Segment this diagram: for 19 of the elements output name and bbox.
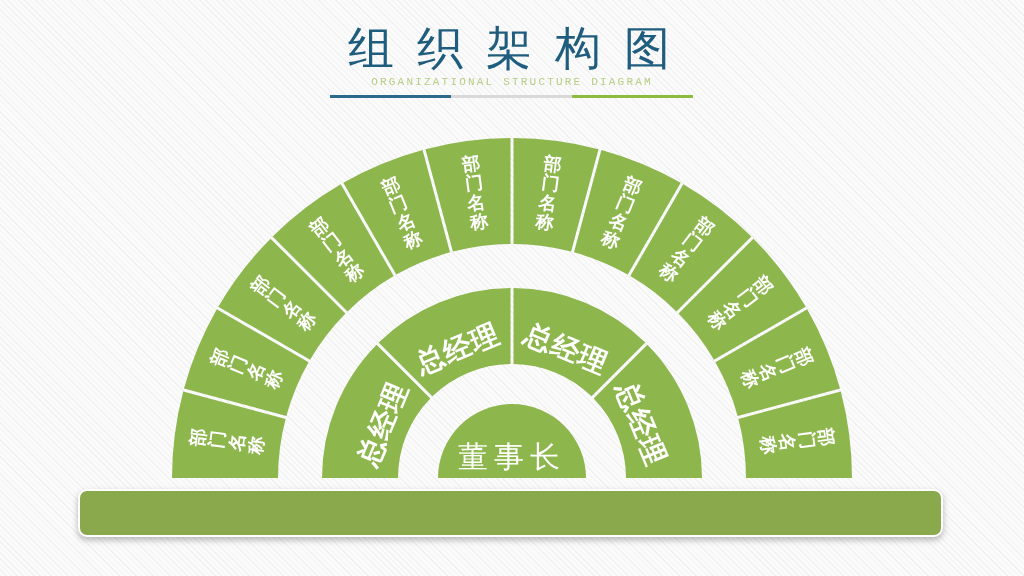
segment-label: 部门名称: [207, 344, 287, 392]
segment-label: 总经理: [412, 319, 504, 379]
segment-label: 部门名称: [756, 426, 837, 455]
segment-label: 部门名称: [737, 344, 817, 392]
ring-segment: [738, 391, 852, 478]
segment-label: 部门名称: [598, 173, 645, 253]
segment-label: 总经理: [520, 319, 612, 379]
subtitle: ORGANIZATIONAL STRUCTURE DIAGRAM: [371, 76, 653, 88]
segment-label: 总经理: [353, 378, 413, 470]
segment-label: 总经理: [611, 378, 671, 470]
segment-label: 部门名称: [460, 153, 489, 234]
segment-label: 部门名称: [378, 173, 426, 253]
title: 组织架构图: [348, 22, 693, 74]
ring-segment: [425, 138, 511, 252]
segment-label: 部门名称: [187, 426, 268, 455]
segment-label: 部门名称: [535, 153, 564, 234]
half-disc-label: 董事长: [458, 442, 566, 472]
ring-segment: [172, 391, 286, 478]
banner-bar: [78, 489, 943, 537]
